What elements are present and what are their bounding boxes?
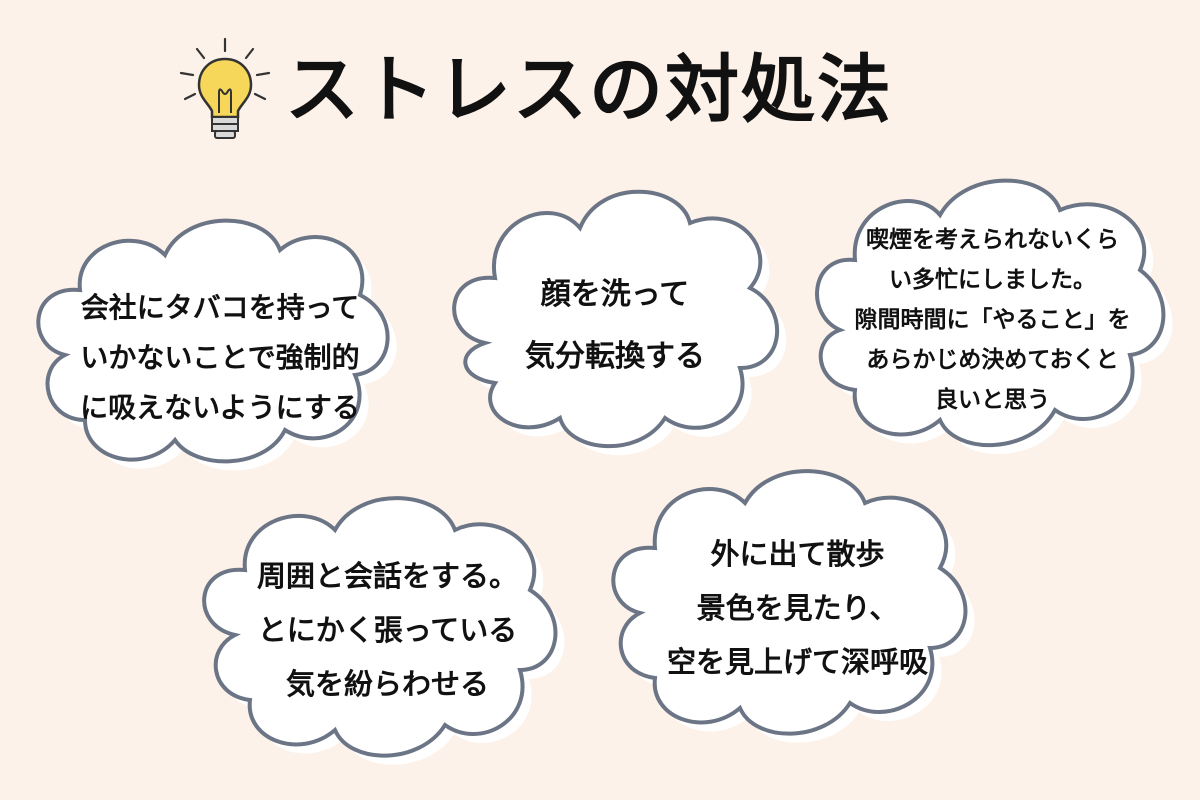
cloud-4-line-3: 気を紛らわせる <box>285 667 489 701</box>
cloud-card-4: 周囲と会話をする。 とにかく張っている 気を紛らわせる <box>190 485 585 775</box>
cloud-3-line-2: い多忙にしました。 <box>889 267 1096 293</box>
cloud-2-line-2: 気分転換する <box>525 338 705 374</box>
cloud-3-line-3: 隙間時間に「やること」を <box>854 307 1131 333</box>
cloud-3-line-4: あらかじめ決めておくと <box>866 347 1119 373</box>
cloud-5-line-3: 空を見上げて深呼吸 <box>666 645 928 679</box>
cloud-1-line-3: に吸えないようにする <box>80 391 360 424</box>
cloud-shape <box>452 189 787 456</box>
lightbulb-icon <box>179 37 271 139</box>
cloud-card-5: 外に出て散歩 景色を見たり、 空を見上げて深呼吸 <box>600 458 995 758</box>
cloud-shape <box>815 178 1173 455</box>
page-title: ストレスの対処法 <box>285 47 893 133</box>
cloud-3-line-1: 喫煙を考えられないくら <box>866 227 1119 253</box>
cloud-card-1: 会社にタバコを持って いかないことで強制的 に吸えないようにする <box>25 205 415 495</box>
cloud-1-line-2: いかないことで強制的 <box>80 341 360 374</box>
cloud-4-line-1: 周囲と会話をする。 <box>256 559 518 593</box>
cloud-3-line-5: 良いと思う <box>935 387 1050 413</box>
header: ストレスの対処法 <box>175 30 1035 150</box>
cloud-5-line-2: 景色を見たり、 <box>696 591 899 625</box>
cloud-2-line-1: 顔を洗って <box>540 276 690 312</box>
cloud-card-2: 顔を洗って 気分転換する <box>440 178 790 473</box>
cloud-shape <box>611 469 975 743</box>
cloud-4-line-2: とにかく張っている <box>257 613 518 647</box>
cloud-shape <box>36 218 397 471</box>
cloud-shape <box>202 496 565 765</box>
cloud-5-line-1: 外に出て散歩 <box>710 537 885 571</box>
cloud-card-3: 喫煙を考えられないくら い多忙にしました。 隙間時間に「やること」を あらかじめ… <box>805 170 1180 470</box>
cloud-1-line-1: 会社にタバコを持って <box>80 291 360 324</box>
